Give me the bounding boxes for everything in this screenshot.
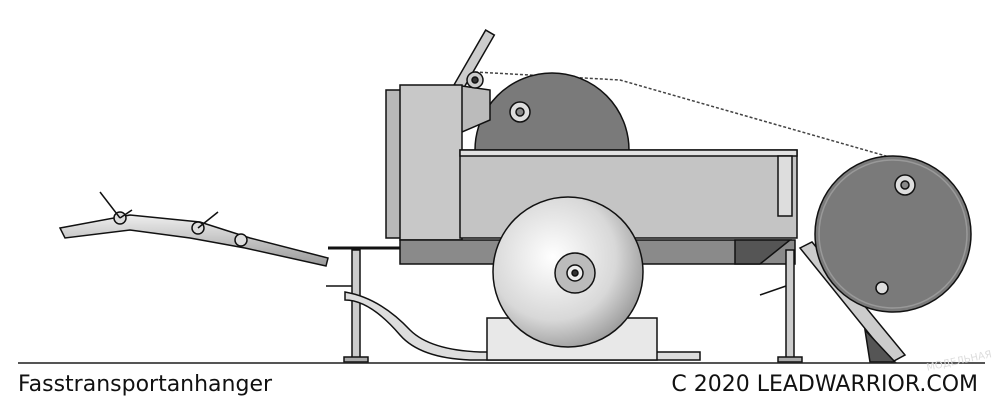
ski bbox=[344, 291, 701, 361]
drawing-title: Fasstransportanhanger bbox=[18, 372, 273, 397]
chain bbox=[474, 71, 901, 161]
copyright-text: C 2020 LEADWARRIOR.COM bbox=[671, 372, 978, 397]
front-leg bbox=[351, 249, 361, 361]
tow-bar bbox=[58, 214, 329, 267]
rear-leg bbox=[785, 249, 795, 361]
side-drum bbox=[814, 155, 972, 313]
cabinet bbox=[399, 84, 463, 241]
